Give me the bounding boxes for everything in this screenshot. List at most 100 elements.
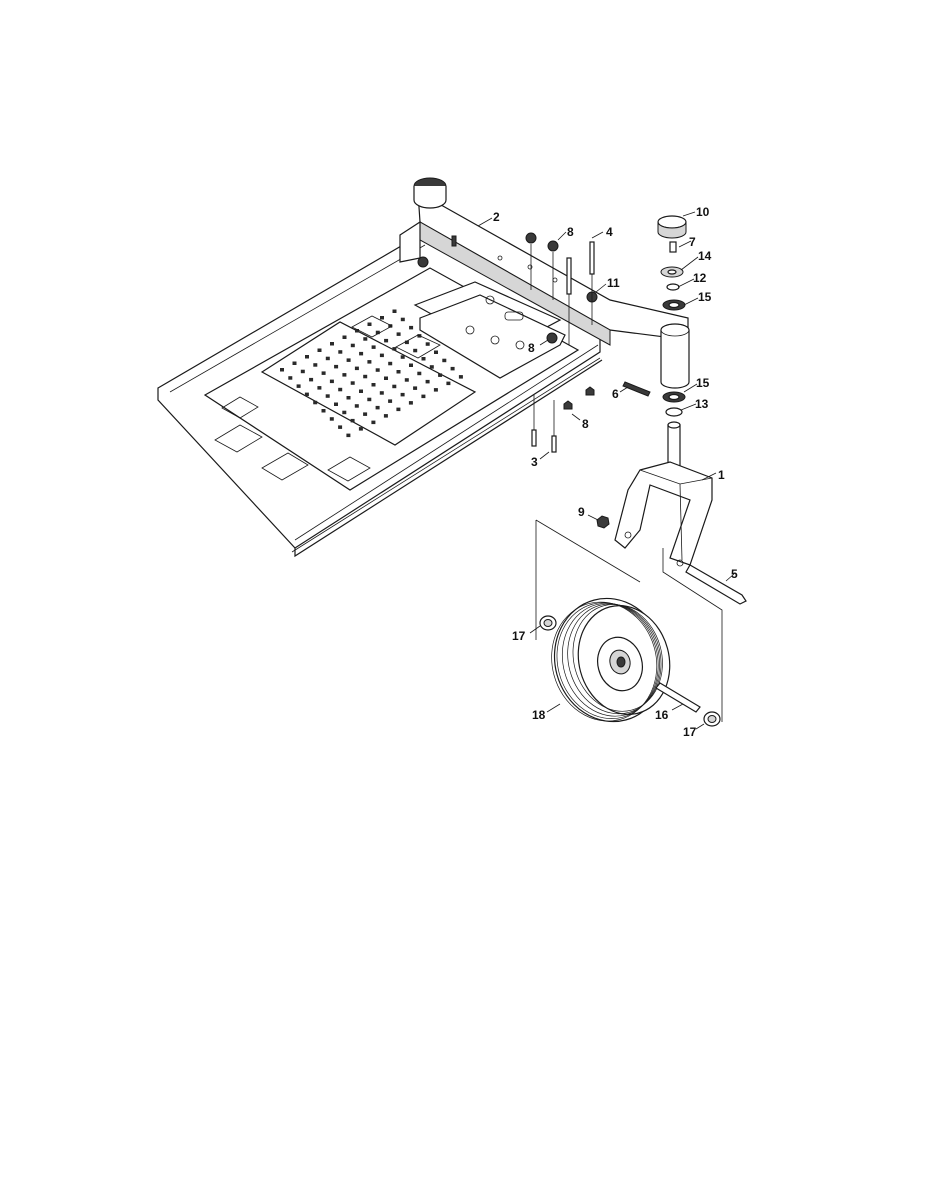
callout-14: 14 xyxy=(698,249,712,263)
bearing-15-upper xyxy=(662,299,686,311)
grate-hole xyxy=(392,347,397,351)
grate-hole xyxy=(292,361,297,365)
grate-hole xyxy=(359,389,363,393)
deck-cutouts xyxy=(214,315,441,482)
grate-hole xyxy=(388,324,393,328)
grate-hole xyxy=(384,338,389,343)
grate-hole xyxy=(413,386,418,390)
grate-hole xyxy=(313,400,318,405)
grate-hole xyxy=(434,350,438,354)
grate-hole xyxy=(371,383,376,387)
callout-12: 12 xyxy=(693,271,707,285)
grate-hole xyxy=(409,325,414,330)
grate-hole xyxy=(325,356,330,361)
bearing-15-lower xyxy=(662,391,686,403)
grate-hole xyxy=(334,364,339,369)
grate-hole xyxy=(433,388,438,392)
grate-hole xyxy=(358,427,363,431)
nut-9 xyxy=(596,515,610,529)
leader-lines xyxy=(477,211,735,730)
grate-hole xyxy=(442,358,447,363)
callout-5: 5 xyxy=(731,567,738,581)
washer-13 xyxy=(665,407,683,417)
grate-hole xyxy=(330,342,334,346)
callout-8-middle: 8 xyxy=(528,341,535,355)
grate-hole xyxy=(438,373,443,377)
grate-hole xyxy=(429,365,434,369)
grate-hole xyxy=(380,316,384,320)
grate-hole xyxy=(342,373,347,377)
grate-hole xyxy=(350,418,355,423)
grate-hole xyxy=(396,332,401,336)
grate-hole xyxy=(346,358,351,362)
spacer-17-left xyxy=(539,615,557,631)
callout-15-upper: 15 xyxy=(698,290,712,304)
assembly-lines xyxy=(535,519,723,722)
grate-hole xyxy=(388,361,393,366)
grate-hole xyxy=(334,402,338,406)
callout-1: 1 xyxy=(718,468,725,482)
callout-16: 16 xyxy=(655,708,669,722)
grate-hole xyxy=(317,386,322,390)
grate-hole xyxy=(321,371,326,375)
callout-9: 9 xyxy=(578,505,585,519)
grate-hole xyxy=(367,397,372,402)
grate-hole xyxy=(392,384,397,389)
grate-hole xyxy=(354,404,359,408)
grate-hole xyxy=(325,394,330,398)
grate-hole xyxy=(359,351,364,356)
grate-hole xyxy=(396,370,401,374)
bolt-7 xyxy=(669,241,677,253)
grate-hole xyxy=(342,335,347,339)
dust-cap xyxy=(657,215,687,239)
callout-labels: 1 2 3 4 5 6 7 8 8 8 9 10 11 12 13 14 15 … xyxy=(493,205,738,739)
grate-hole xyxy=(408,401,413,405)
grate-hole xyxy=(371,345,376,349)
grate-hole xyxy=(446,381,451,386)
washer-14 xyxy=(660,266,684,278)
grate-hole xyxy=(338,350,343,354)
grate-hole xyxy=(392,309,397,313)
callout-3: 3 xyxy=(531,455,538,469)
mower-frame xyxy=(157,234,603,558)
tread-groove xyxy=(556,602,659,719)
callout-2: 2 xyxy=(493,210,500,224)
grate-hole xyxy=(355,329,359,333)
tread-groove xyxy=(551,601,658,722)
callout-15-lower: 15 xyxy=(696,376,710,390)
grate-hole xyxy=(329,417,334,421)
grate-hole xyxy=(409,363,413,367)
grate-hole xyxy=(404,378,409,382)
grate-hole xyxy=(313,363,318,367)
tread-groove xyxy=(567,603,662,715)
grate-hole xyxy=(400,317,405,322)
tread-groove xyxy=(572,604,663,712)
caster-fork xyxy=(614,421,713,567)
wheel-tire xyxy=(551,597,671,723)
callout-6: 6 xyxy=(612,387,619,401)
spacer-17-right xyxy=(703,711,721,727)
grate-hole xyxy=(338,425,343,429)
axle-tube-16 xyxy=(655,682,701,713)
grate-hole xyxy=(400,392,405,397)
callout-7: 7 xyxy=(689,235,696,249)
grate-hole xyxy=(304,392,309,397)
grate-hole xyxy=(400,355,405,359)
grate-hole xyxy=(317,348,322,352)
grate-hole xyxy=(458,375,463,379)
grate-hole xyxy=(379,353,384,358)
callout-8-top: 8 xyxy=(567,225,574,239)
callout-11: 11 xyxy=(607,276,620,290)
hardware-bolts xyxy=(525,232,651,453)
grate-hole xyxy=(300,369,305,374)
grate-hole xyxy=(421,357,426,361)
grate-hole xyxy=(346,396,351,400)
grate-hole xyxy=(338,387,343,392)
grate-hole xyxy=(354,366,359,371)
grate-hole xyxy=(329,379,334,384)
grate-hole xyxy=(350,381,355,385)
callout-17-left: 17 xyxy=(512,629,526,643)
tread-groove xyxy=(561,602,660,717)
grate-hole xyxy=(384,376,388,380)
